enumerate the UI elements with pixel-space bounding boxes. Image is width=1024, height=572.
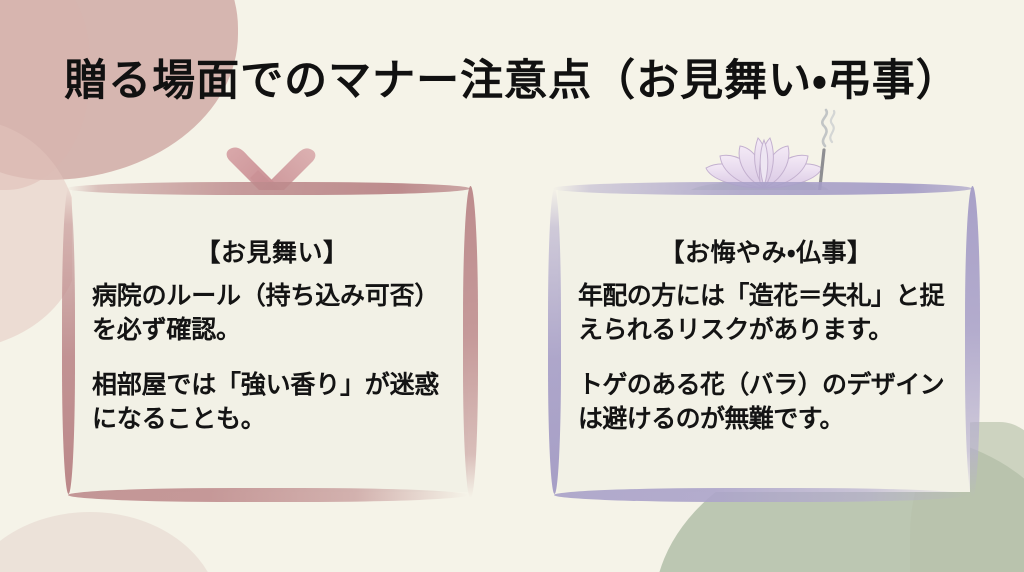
card-condolence-paper: [558, 190, 970, 492]
card-visit-content: 【お見舞い】 病院のルール（持ち込み可否）を必ず確認。 相部屋では「強い香り」が…: [62, 182, 478, 502]
card-condolence-paragraph-1: 年配の方には「造花＝失礼」と捉えられるリスクがあります。: [578, 282, 945, 344]
card-visit: 【お見舞い】 病院のルール（持ち込み可否）を必ず確認。 相部屋では「強い香り」が…: [62, 182, 478, 502]
card-condolence-heading: 【お悔やみ・仏事】: [659, 239, 873, 267]
card-condolence: 【お悔やみ・仏事】 年配の方には「造花＝失礼」と捉えられるリスクがあります。 ト…: [548, 182, 980, 502]
card-visit-paragraph-2: 相部屋では「強い香り」が迷惑になることも。: [92, 371, 440, 433]
card-visit-paragraph-1: 病院のルール（持ち込み可否）を必ず確認。: [92, 282, 440, 344]
card-condolence-paragraph-2: トゲのある花（バラ）のデザインは避けるのが無難です。: [578, 371, 945, 433]
card-condolence-content: 【お悔やみ・仏事】 年配の方には「造花＝失礼」と捉えられるリスクがあります。 ト…: [548, 182, 980, 502]
page-title: 贈る場面でのマナー注意点（お見舞い・弔事）: [64, 58, 960, 105]
blob-bottom-left-rose: [0, 512, 220, 572]
card-visit-heading: 【お見舞い】: [195, 239, 349, 267]
card-visit-paper: [72, 190, 468, 492]
